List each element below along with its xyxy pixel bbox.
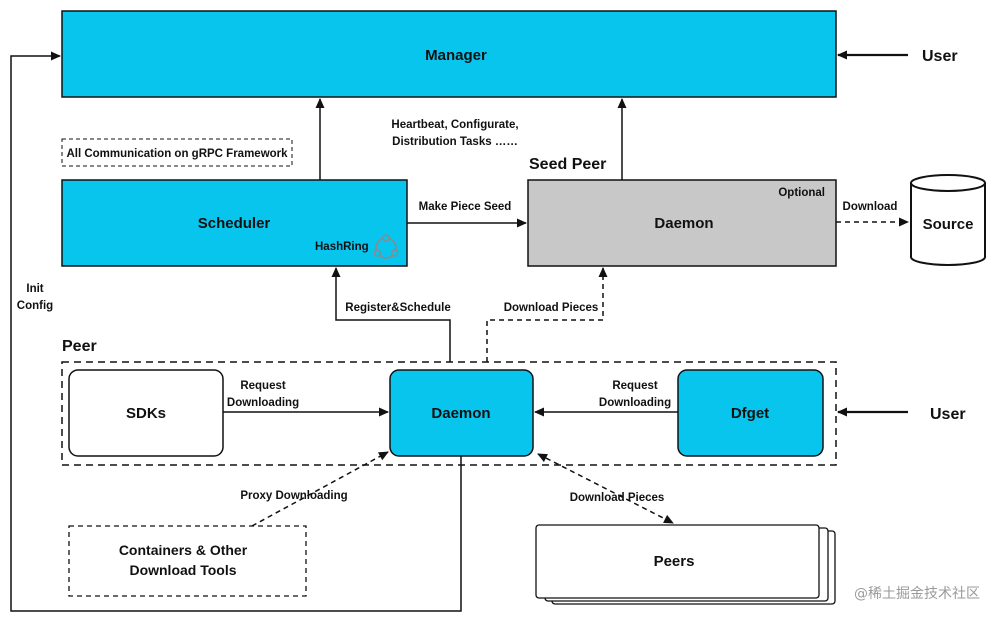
download-source-label: Download — [843, 201, 898, 213]
user-bottom-label: User — [930, 406, 966, 423]
init-config-label-line1: Init — [26, 283, 43, 295]
heartbeat-label-line1: Heartbeat, Configurate, — [391, 119, 518, 131]
grpc-note-box — [61, 138, 293, 167]
sdks-box — [68, 369, 224, 457]
source-cylinder — [910, 174, 986, 266]
download-pieces-peers-edge — [537, 453, 674, 524]
peer-title: Peer — [62, 338, 97, 355]
dfget-box — [677, 369, 824, 457]
seed-daemon-label: Daemon — [654, 215, 713, 232]
download-pieces-seed-edge — [486, 267, 608, 362]
containers-label-line2: Download Tools — [129, 562, 236, 578]
request-right-label-line1: Request — [612, 380, 658, 392]
containers-box — [68, 525, 307, 597]
download-pieces-seed-label: Download Pieces — [504, 302, 599, 314]
watermark: @稀土掘金技术社区 — [854, 586, 980, 602]
register-schedule-edge — [331, 267, 451, 362]
seed-daemon-box — [527, 179, 837, 267]
peer-container — [61, 361, 837, 466]
request-left-label-line1: Request — [240, 380, 286, 392]
proxy-downloading-label: Proxy Downloading — [240, 490, 347, 502]
manager-box — [61, 10, 837, 98]
user-top-label: User — [922, 48, 958, 65]
request-right-label-line2: Downloading — [599, 397, 671, 409]
download-pieces-peers-label: Download Pieces — [570, 492, 665, 504]
peers-label: Peers — [654, 553, 695, 570]
init-config-edge — [10, 51, 462, 612]
seed-peer-title: Seed Peer — [529, 156, 606, 173]
make-piece-seed-label: Make Piece Seed — [419, 201, 512, 213]
scheduler-box — [61, 179, 408, 267]
grpc-note-label: All Communication on gRPC Framework — [66, 148, 288, 160]
heartbeat-label-line2: Distribution Tasks …… — [392, 136, 518, 148]
request-left-label-line2: Downloading — [227, 397, 299, 409]
containers-label-line1: Containers & Other — [119, 542, 248, 558]
peer-daemon-label: Daemon — [431, 405, 490, 422]
hashring-label: HashRing — [315, 241, 369, 253]
sdks-label: SDKs — [126, 405, 166, 422]
dfget-label: Dfget — [731, 405, 769, 422]
hashring-icon — [373, 234, 399, 259]
scheduler-label: Scheduler — [198, 215, 271, 232]
proxy-downloading-edge — [251, 451, 389, 527]
register-schedule-label: Register&Schedule — [345, 302, 450, 314]
peer-daemon-box — [389, 369, 534, 457]
manager-label: Manager — [425, 47, 487, 64]
source-label: Source — [923, 216, 974, 233]
peers-stack — [535, 524, 836, 605]
optional-label: Optional — [778, 187, 825, 199]
init-config-label-line2: Config — [17, 300, 53, 312]
